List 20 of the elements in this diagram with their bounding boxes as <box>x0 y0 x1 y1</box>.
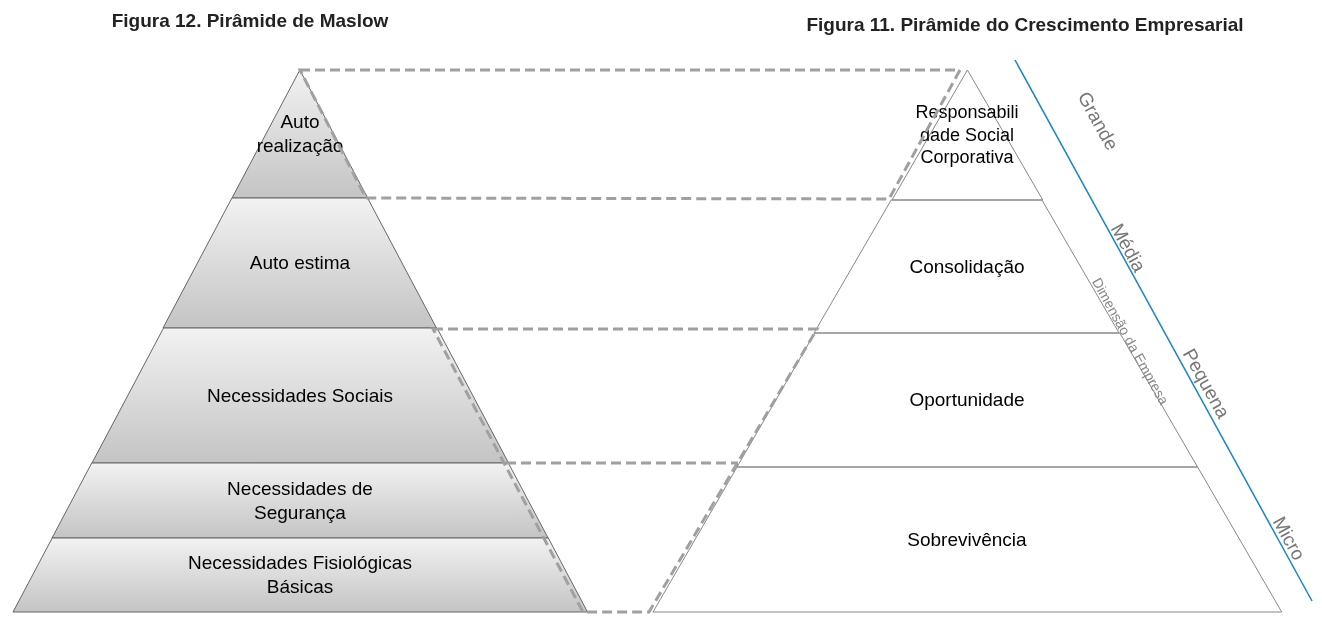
layer-label: Auto estima <box>249 251 351 275</box>
layer-label: Necessidades Sociais <box>207 383 393 408</box>
layer-label: Sobrevivência <box>907 527 1027 552</box>
layer-label: Necessidades Fisiológicas Básicas <box>187 551 413 599</box>
pyramid-layer <box>12 538 588 612</box>
layer-label: Oportunidade <box>909 388 1025 412</box>
layer-label: Necessidades de Segurança <box>226 476 374 525</box>
pyramid-layer <box>163 198 437 328</box>
pyramid-layer <box>891 70 1043 200</box>
layer-label: Consolidação <box>909 254 1025 279</box>
size-label: Micro <box>1267 513 1310 565</box>
pyramid-layer <box>232 70 368 198</box>
size-label: Média <box>1105 220 1151 276</box>
dashed-outline <box>431 327 820 614</box>
pyramid-layer <box>51 463 549 538</box>
layer-label: Auto realização <box>255 110 345 158</box>
figure-title: Figura 11. Pirâmide do Crescimento Empresarial <box>806 14 1244 36</box>
pyramid-layer <box>91 328 509 463</box>
layer-label: Responsabilidade Social Corporativa <box>914 101 1020 169</box>
figure-title: Figura 12. Pirâmide de Maslow <box>111 10 389 32</box>
